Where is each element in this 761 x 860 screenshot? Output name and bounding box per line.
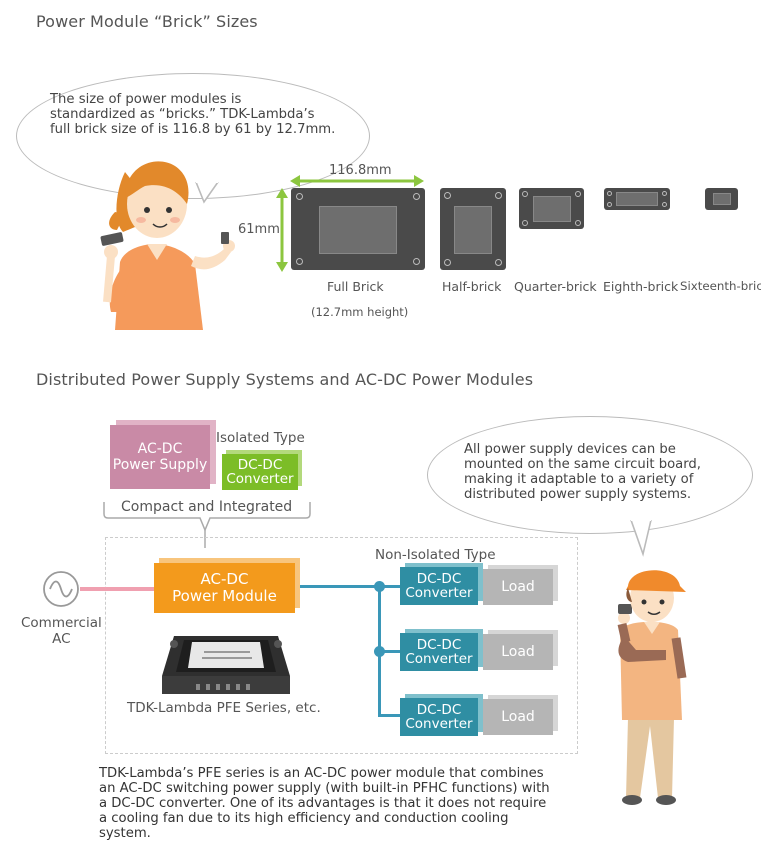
dcdc3-line1: DC-DC [416, 702, 462, 718]
pfe-paragraph-line2: an AC-DC switching power supply (with bu… [99, 781, 550, 796]
sixteenth-brick [705, 188, 738, 210]
compact-label: Compact and Integrated [119, 499, 295, 515]
sixteenth-brick-label: Sixteenth-brick [680, 279, 761, 293]
dcdc1-line2: Converter [405, 585, 473, 601]
full-brick-label: Full Brick [327, 279, 384, 294]
iso-dcdc-line1: DC-DC [237, 457, 283, 473]
bubble2-line2: mounted on the same circuit board, [464, 457, 701, 472]
dcdc2-line1: DC-DC [416, 637, 462, 653]
isolated-type-label: Isolated Type [216, 430, 305, 446]
pfe-module-image [162, 636, 290, 694]
dim-height-label: 61mm [238, 222, 280, 237]
bubble2-line1: All power supply devices can be [464, 442, 676, 457]
eighth-brick-label: Eighth-brick [603, 279, 679, 294]
bubble1-line1: The size of power modules is [50, 92, 242, 107]
bubble1-line3: full brick size of is 116.8 by 61 by 12.… [50, 122, 336, 137]
pfe-paragraph-line3: a DC-DC converter. One of its advantages… [99, 796, 547, 811]
quarter-brick-label: Quarter-brick [514, 279, 597, 294]
quarter-brick [519, 188, 584, 229]
acdc-supply-line2: Power Supply [112, 457, 208, 473]
speech-bubble-bricks [16, 73, 370, 199]
dim-width-label: 116.8mm [329, 163, 392, 178]
full-brick-note: (12.7mm height) [311, 305, 409, 319]
bubble2-line4: distributed power supply systems. [464, 487, 692, 502]
section1-title: Power Module “Brick” Sizes [36, 12, 258, 31]
bus-node-1 [374, 581, 385, 592]
bus-line-3 [378, 714, 400, 717]
load-2: Load [483, 634, 553, 670]
pfe-caption: TDK-Lambda PFE Series, etc. [127, 700, 321, 716]
speech-bubble-tail [195, 182, 219, 204]
compact-bracket [103, 502, 311, 548]
non-isolated-type-label: Non-Isolated Type [375, 547, 496, 563]
eighth-brick [604, 188, 670, 210]
man-illustration [617, 570, 687, 805]
iso-dcdc-line2: Converter [226, 471, 294, 487]
commercial-ac-line2: AC [52, 631, 71, 647]
bus-node-2 [374, 646, 385, 657]
dcdc3-line2: Converter [405, 716, 473, 732]
dcdc1-line1: DC-DC [416, 571, 462, 587]
dimension-arrows [276, 175, 424, 272]
bubble1-line2: standardized as “bricks.” TDK-Lambda’s [50, 107, 315, 122]
acdc-module-line2: Power Module [172, 587, 277, 605]
acdc-module-line1: AC-DC [200, 570, 249, 588]
section2-title: Distributed Power Supply Systems and AC-… [36, 370, 534, 389]
bubble2-line3: making it adaptable to a variety of [464, 472, 694, 487]
bus-line-main [300, 585, 400, 588]
commercial-ac-line1: Commercial [21, 615, 102, 631]
speech-bubble2-tail [630, 518, 652, 557]
woman-illustration [100, 161, 235, 330]
half-brick-label: Half-brick [442, 279, 502, 294]
pfe-paragraph-line5: system. [99, 826, 151, 841]
commercial-ac-label: Commercial AC [21, 615, 102, 647]
speech-bubble-distributed [427, 416, 753, 534]
load-1: Load [483, 569, 553, 605]
half-brick [440, 188, 506, 270]
load-3: Load [483, 699, 553, 735]
acdc-supply-line1: AC-DC [137, 441, 183, 457]
bus-line-2 [378, 650, 400, 653]
system-dashed-area [105, 537, 578, 754]
pfe-paragraph-line1: TDK-Lambda’s PFE series is an AC-DC powe… [99, 766, 544, 781]
ac-source-icon [43, 571, 158, 607]
dcdc2-line2: Converter [405, 651, 473, 667]
pfe-paragraph-line4: a cooling fan due to its high efficiency… [99, 811, 509, 826]
full-brick [291, 188, 425, 270]
